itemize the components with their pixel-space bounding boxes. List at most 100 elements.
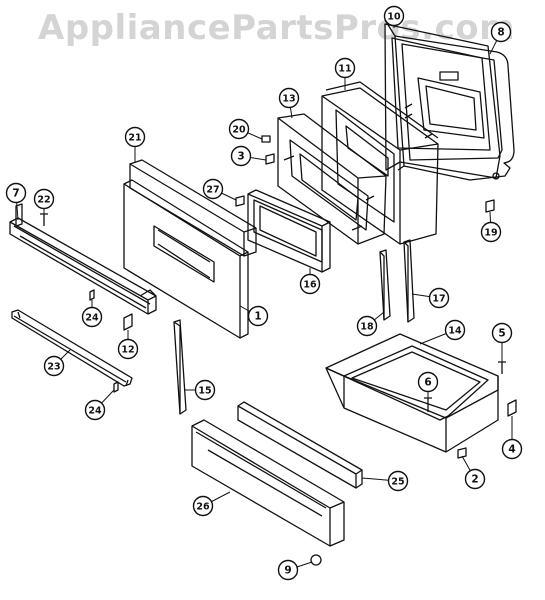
callout-16: 16 [299, 273, 321, 295]
callout-18: 18 [356, 315, 378, 337]
callout-circle [124, 126, 146, 148]
callout-number: 15 [198, 386, 211, 397]
side-trim-part [173, 319, 187, 415]
callout-26: 26 [192, 495, 214, 517]
callout-number: 23 [47, 362, 60, 373]
callout-circle [33, 188, 55, 210]
drawer-trim-part [237, 401, 363, 489]
callout-circle [501, 438, 523, 460]
callout-5: 5 [491, 322, 513, 344]
callout-27: 27 [202, 178, 224, 200]
callout-number: 7 [12, 188, 19, 200]
callout-circle [491, 322, 513, 344]
handle-end-cap-part [123, 313, 133, 331]
callout-circle [228, 118, 250, 140]
callout-21: 21 [124, 126, 146, 148]
callout-number: 17 [432, 294, 445, 305]
callout-9: 9 [277, 559, 299, 581]
callout-circle [202, 178, 224, 200]
callout-number: 11 [338, 64, 351, 75]
callout-25: 25 [387, 470, 409, 492]
callout-circle [444, 319, 466, 341]
storage-drawer-pan-part [325, 333, 499, 453]
door-window-pack-part [247, 189, 331, 273]
door-glass-part [129, 159, 257, 257]
callout-circle [81, 306, 103, 328]
callout-number: 27 [206, 185, 219, 196]
callout-19: 19 [480, 221, 502, 243]
callout-11: 11 [334, 57, 356, 79]
callout-layer: 1234567891011121314151617181920212223242… [5, 5, 523, 581]
callout-circle [299, 273, 321, 295]
callout-circle [194, 379, 216, 401]
callout-24: 24 [81, 306, 103, 328]
callout-4: 4 [501, 438, 523, 460]
window-clip-part [235, 195, 245, 207]
callout-number: 18 [360, 322, 374, 333]
callout-14: 14 [444, 319, 466, 341]
callout-circle [247, 305, 269, 327]
callout-circle [230, 145, 252, 167]
callout-number: 8 [497, 27, 504, 39]
callout-circle [117, 338, 139, 360]
callout-number: 10 [387, 12, 401, 23]
drawer-roller-part [457, 447, 467, 459]
callout-number: 9 [284, 565, 291, 577]
callout-circle [480, 221, 502, 243]
callout-circle [277, 559, 299, 581]
handle-bracket-part [11, 309, 133, 387]
callout-24: 24 [84, 399, 106, 421]
callout-number: 3 [237, 151, 244, 163]
callout-23: 23 [43, 355, 65, 377]
callout-number: 6 [424, 377, 431, 389]
callout-number: 24 [85, 313, 99, 324]
watermark-text: AppliancePartsPros.com [38, 8, 516, 48]
callout-13: 13 [278, 87, 300, 109]
callout-number: 14 [448, 326, 462, 337]
callout-number: 1 [254, 311, 261, 323]
callout-circle [356, 315, 378, 337]
callout-circle [417, 371, 439, 393]
callout-circle [84, 399, 106, 421]
callout-number: 12 [121, 345, 134, 356]
callout-number: 13 [282, 94, 295, 105]
door-handle-part [9, 203, 157, 315]
callout-circle [5, 182, 27, 204]
screw-part [89, 289, 95, 301]
callout-number: 19 [484, 228, 497, 239]
door-frame-part [277, 113, 387, 245]
callout-10: 10 [383, 5, 405, 27]
drawer-glide-part [507, 399, 517, 417]
callout-number: 20 [232, 125, 246, 136]
callout-8: 8 [490, 21, 512, 43]
callout-6: 6 [417, 371, 439, 393]
callout-number: 25 [391, 477, 404, 488]
callout-number: 22 [37, 195, 50, 206]
callout-22: 22 [33, 188, 55, 210]
drawer-screw-part [498, 361, 506, 374]
callout-2: 2 [464, 468, 486, 490]
callout-circle [383, 5, 405, 27]
callout-7: 7 [5, 182, 27, 204]
callout-number: 26 [196, 502, 210, 513]
drawer-front-panel-part [191, 419, 345, 547]
callout-15: 15 [194, 379, 216, 401]
drawer-knob-part [310, 554, 322, 566]
callout-17: 17 [428, 287, 450, 309]
callout-3: 3 [230, 145, 252, 167]
callout-number: 24 [88, 406, 102, 417]
callout-circle [387, 470, 409, 492]
callout-number: 21 [128, 133, 141, 144]
latch-clip-part [485, 199, 495, 213]
door-hinge-clip-part [265, 153, 275, 165]
door-channel-part [379, 239, 415, 323]
screw-part [40, 213, 48, 226]
callout-circle [334, 57, 356, 79]
callout-number: 16 [303, 280, 317, 291]
callout-number: 4 [508, 444, 515, 456]
inner-door-panel-part [384, 23, 501, 180]
callout-circle [490, 21, 512, 43]
callout-20: 20 [228, 118, 250, 140]
